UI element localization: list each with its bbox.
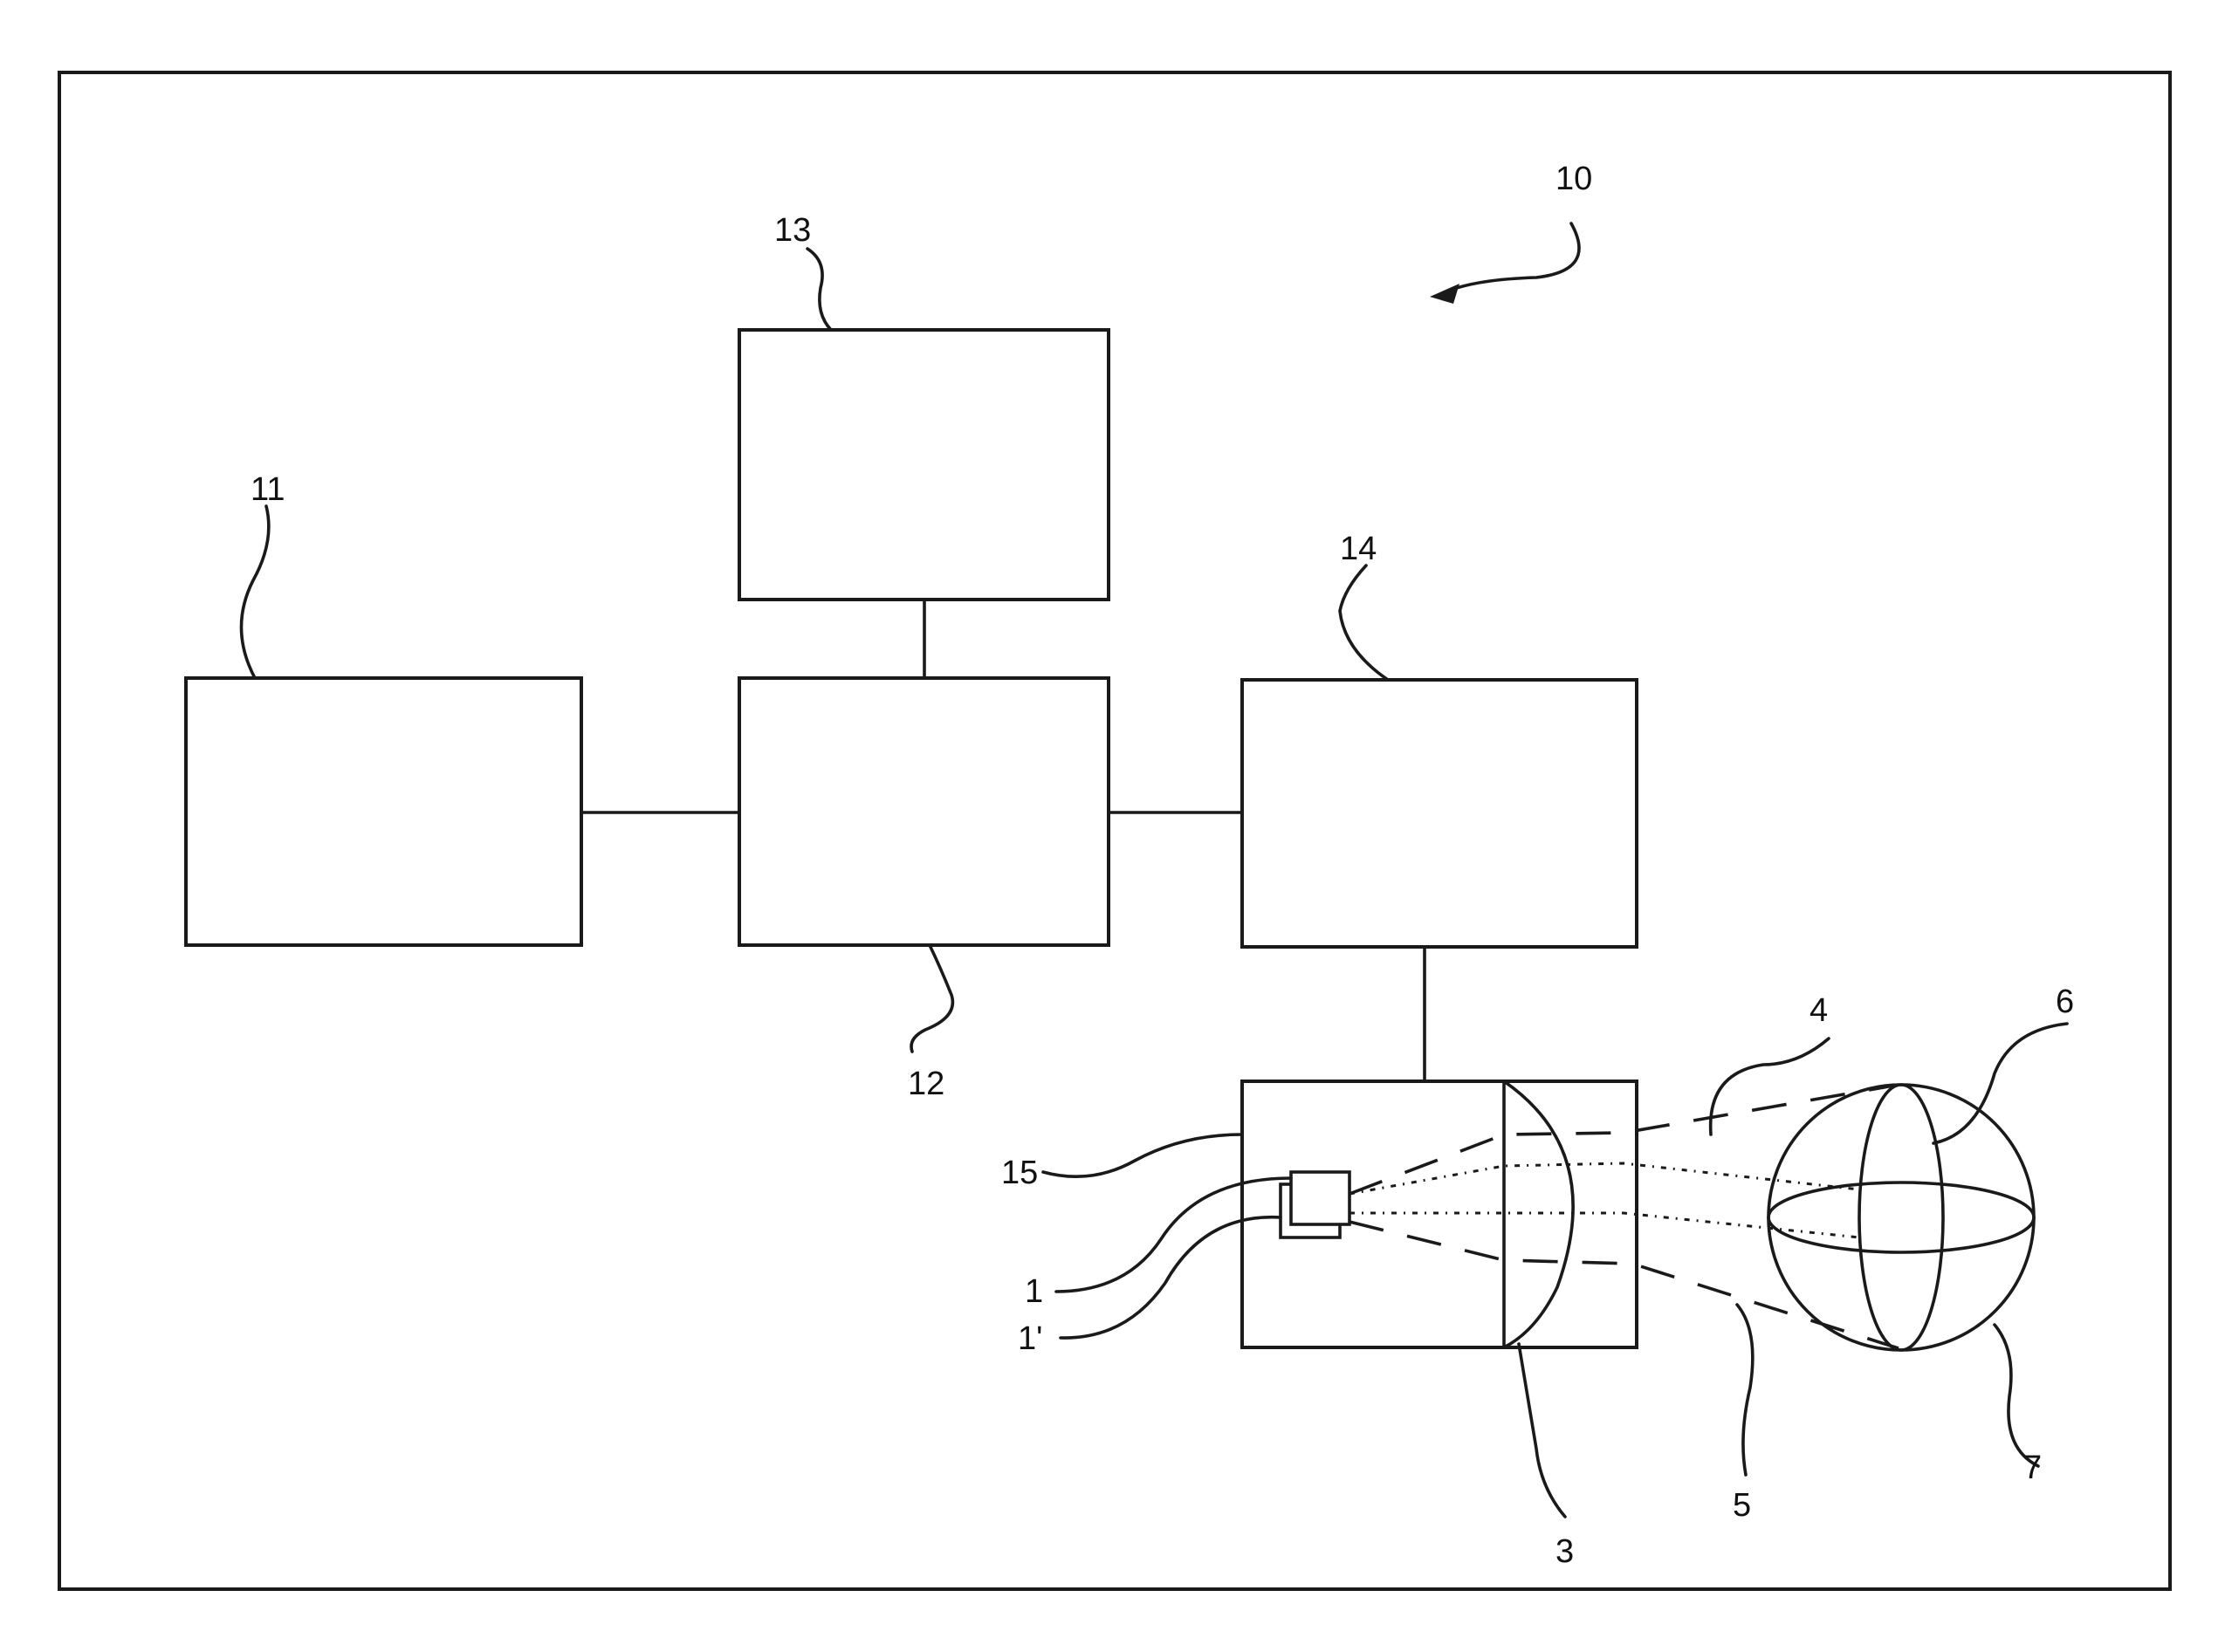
leader-15 (1043, 1134, 1242, 1176)
label-6: 6 (2056, 984, 2074, 1020)
label-11: 11 (251, 471, 285, 508)
beam-upper-dashed (1349, 1085, 1899, 1194)
leader-11 (241, 506, 268, 678)
label-14: 14 (1340, 531, 1377, 567)
label-10: 10 (1555, 161, 1592, 197)
beam-lower-dashed (1349, 1222, 1899, 1348)
label-12: 12 (908, 1066, 944, 1102)
label-1: 1 (1025, 1273, 1043, 1310)
label-3: 3 (1555, 1533, 1574, 1570)
leader-1 (1056, 1178, 1291, 1292)
leader-12 (911, 945, 952, 1052)
block-14 (1242, 680, 1637, 947)
leader-5 (1737, 1305, 1753, 1475)
sphere-equator (1768, 1182, 2034, 1252)
beam-upper-dotted (1349, 1163, 1859, 1194)
leader-7 (1995, 1325, 2038, 1466)
object-sphere (1768, 1085, 2034, 1350)
leader-6 (1933, 1024, 2067, 1143)
leader-1b (1061, 1217, 1281, 1338)
block-13 (739, 330, 1109, 600)
label-5: 5 (1733, 1487, 1751, 1524)
block-11 (186, 678, 581, 945)
label-4: 4 (1810, 992, 1828, 1029)
source-1 (1291, 1172, 1349, 1224)
leader-14 (1340, 566, 1388, 680)
label-15: 15 (1001, 1155, 1038, 1191)
label-1b: 1' (1018, 1320, 1042, 1357)
block-12 (739, 678, 1109, 945)
label-7: 7 (2023, 1450, 2042, 1486)
sphere-meridian (1859, 1085, 1943, 1350)
leader-13 (807, 249, 831, 330)
leader-3 (1519, 1344, 1565, 1517)
figure-border (59, 72, 2170, 1589)
system-arrowhead (1430, 284, 1459, 304)
label-13: 13 (774, 212, 811, 249)
system-arrow-line (1445, 223, 1579, 292)
